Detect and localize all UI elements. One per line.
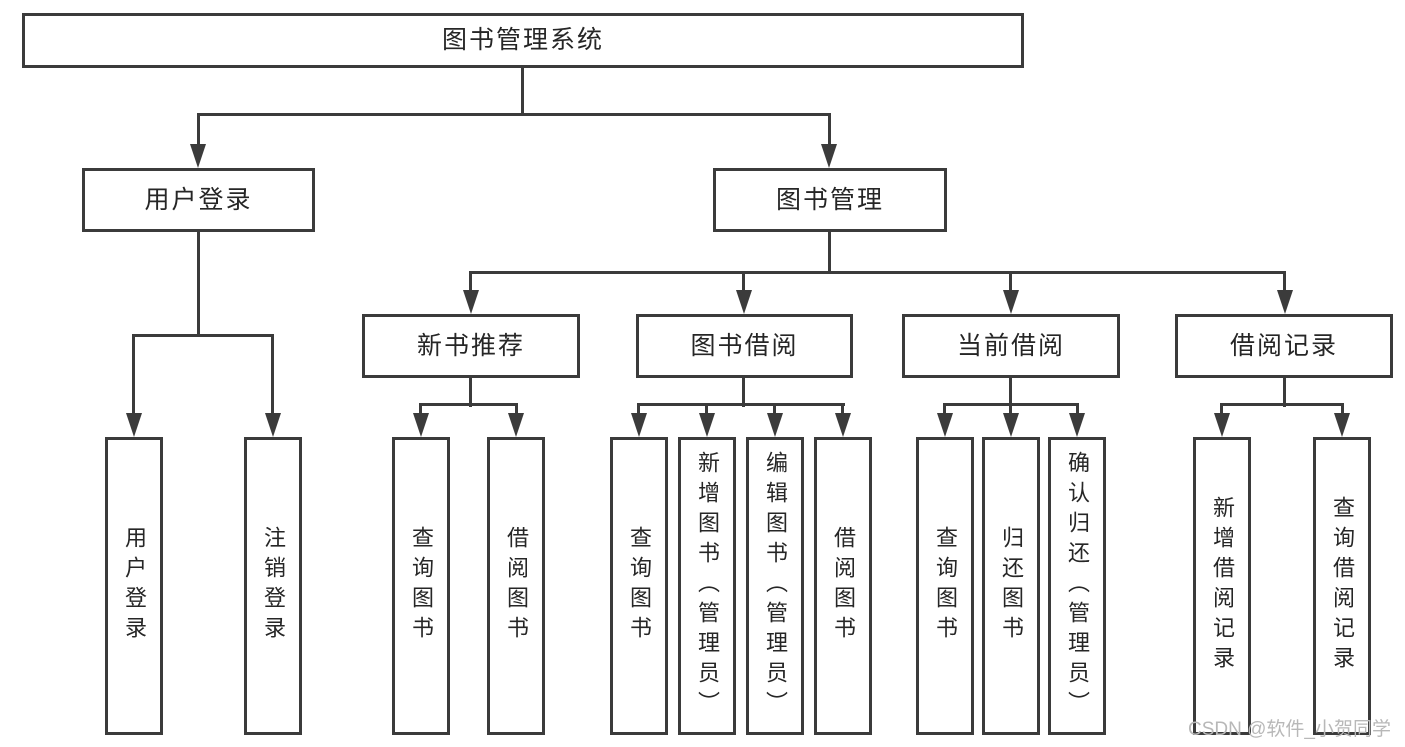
connector-arm-leaf-borrow-books-2 [841, 403, 844, 415]
connector-arm-leaf-confirm-return [1076, 403, 1079, 415]
arrowhead-leaf-add-borrow-record [1214, 413, 1230, 437]
node-borrow-records: 借阅记录 [1175, 314, 1393, 378]
node-new-book-recommend: 新书推荐 [362, 314, 580, 378]
leaf-query-books-3: 查询图书 [916, 437, 974, 735]
leaf-query-books-2-label: 查询图书 [627, 526, 652, 646]
node-library-management-system: 图书管理系统 [22, 13, 1024, 68]
connector-current-borrowing-stem [1009, 378, 1012, 407]
node-borrow-records-label: 借阅记录 [1229, 331, 1338, 360]
connector-book-borrowing-branch [637, 403, 845, 406]
leaf-query-books-1: 查询图书 [392, 437, 450, 735]
connector-arm-leaf-query-borrow-record [1341, 403, 1344, 415]
leaf-user-login-label: 用户登录 [122, 526, 147, 646]
node-library-management-system-label: 图书管理系统 [441, 26, 604, 54]
connector-arm-leaf-return-book [1009, 403, 1012, 415]
arrowhead-book-borrowing [736, 290, 752, 314]
arrowhead-leaf-confirm-return [1069, 413, 1085, 437]
leaf-add-borrow-record: 新增借阅记录 [1193, 437, 1251, 735]
connector-arm-current-borrowing [1009, 271, 1012, 292]
node-book-borrowing-label: 图书借阅 [690, 331, 799, 360]
leaf-logout-label: 注销登录 [261, 526, 286, 646]
arrowhead-leaf-query-books-3 [937, 413, 953, 437]
leaf-query-borrow-record-label: 查询借阅记录 [1330, 496, 1355, 676]
arrowhead-book-management [821, 144, 837, 168]
connector-arm-leaf-edit-book [773, 403, 776, 415]
arrowhead-leaf-edit-book [767, 413, 783, 437]
connector-borrow-records-stem [1283, 378, 1286, 407]
connector-arm-borrow-records [1283, 271, 1286, 292]
arrowhead-leaf-borrow-books-1 [508, 413, 524, 437]
arrowhead-user-login [190, 144, 206, 168]
arrowhead-new-book-recommend [463, 290, 479, 314]
connector-arm-leaf-query-books-1 [419, 403, 422, 415]
node-current-borrowing-label: 当前借阅 [956, 331, 1065, 360]
arrowhead-leaf-logout [265, 413, 281, 437]
leaf-borrow-books-2-label: 借阅图书 [831, 526, 856, 646]
node-user-login: 用户登录 [82, 168, 315, 232]
arrowhead-current-borrowing [1003, 290, 1019, 314]
arrowhead-borrow-records [1277, 290, 1293, 314]
connector-borrow-records-branch [1220, 403, 1344, 406]
leaf-borrow-books-1-label: 借阅图书 [504, 526, 529, 646]
arrowhead-leaf-return-book [1003, 413, 1019, 437]
leaf-edit-book-admin-label: 编辑图书（管理员） [763, 451, 788, 721]
connector-book-borrowing-stem [742, 378, 745, 407]
leaf-add-book-admin: 新增图书（管理员） [678, 437, 736, 735]
connector-root-stem [521, 68, 524, 115]
arrowhead-leaf-query-borrow-record [1334, 413, 1350, 437]
csdn-watermark: CSDN @软件_小贺同学 [1188, 719, 1391, 740]
connector-user-login-stem [197, 232, 200, 336]
leaf-borrow-books-1: 借阅图书 [487, 437, 545, 735]
node-book-management-label: 图书管理 [775, 185, 884, 214]
arrowhead-leaf-query-books-2 [631, 413, 647, 437]
arrowhead-leaf-query-books-1 [413, 413, 429, 437]
leaf-query-books-1-label: 查询图书 [409, 526, 434, 646]
leaf-query-borrow-record: 查询借阅记录 [1313, 437, 1371, 735]
connector-arm-leaf-query-books-3 [943, 403, 946, 415]
arrowhead-leaf-user-login [126, 413, 142, 437]
connector-book-management-branch [469, 271, 1286, 274]
connector-arm-leaf-user-login [132, 334, 135, 415]
node-new-book-recommend-label: 新书推荐 [416, 331, 525, 360]
leaf-borrow-books-2: 借阅图书 [814, 437, 872, 735]
connector-book-management-stem [828, 232, 831, 273]
connector-new-book-recommend-stem [469, 378, 472, 407]
leaf-user-login: 用户登录 [105, 437, 163, 735]
leaf-query-books-2: 查询图书 [610, 437, 668, 735]
leaf-edit-book-admin: 编辑图书（管理员） [746, 437, 804, 735]
connector-arm-leaf-borrow-books-1 [515, 403, 518, 415]
connector-arm-book-management [828, 113, 831, 146]
arrowhead-leaf-borrow-books-2 [835, 413, 851, 437]
leaf-logout: 注销登录 [244, 437, 302, 735]
leaf-add-book-admin-label: 新增图书（管理员） [695, 451, 720, 721]
connector-user-login-branch [132, 334, 274, 337]
node-book-management: 图书管理 [713, 168, 947, 232]
connector-arm-book-borrowing [742, 271, 745, 292]
leaf-return-book: 归还图书 [982, 437, 1040, 735]
connector-arm-leaf-add-book [705, 403, 708, 415]
connector-arm-new-book-recommend [469, 271, 472, 292]
connector-arm-leaf-query-books-2 [637, 403, 640, 415]
connector-arm-leaf-logout [271, 334, 274, 415]
node-user-login-label: 用户登录 [144, 185, 253, 214]
leaf-query-books-3-label: 查询图书 [933, 526, 958, 646]
connector-arm-leaf-add-borrow-record [1220, 403, 1223, 415]
connector-root-branch [197, 113, 831, 116]
connector-new-book-recommend-branch [419, 403, 518, 406]
leaf-confirm-return-admin: 确认归还（管理员） [1048, 437, 1106, 735]
connector-arm-user-login [197, 113, 200, 146]
leaf-return-book-label: 归还图书 [999, 526, 1024, 646]
node-current-borrowing: 当前借阅 [902, 314, 1120, 378]
leaf-add-borrow-record-label: 新增借阅记录 [1210, 496, 1235, 676]
arrowhead-leaf-add-book [699, 413, 715, 437]
node-book-borrowing: 图书借阅 [636, 314, 853, 378]
leaf-confirm-return-admin-label: 确认归还（管理员） [1065, 451, 1090, 721]
